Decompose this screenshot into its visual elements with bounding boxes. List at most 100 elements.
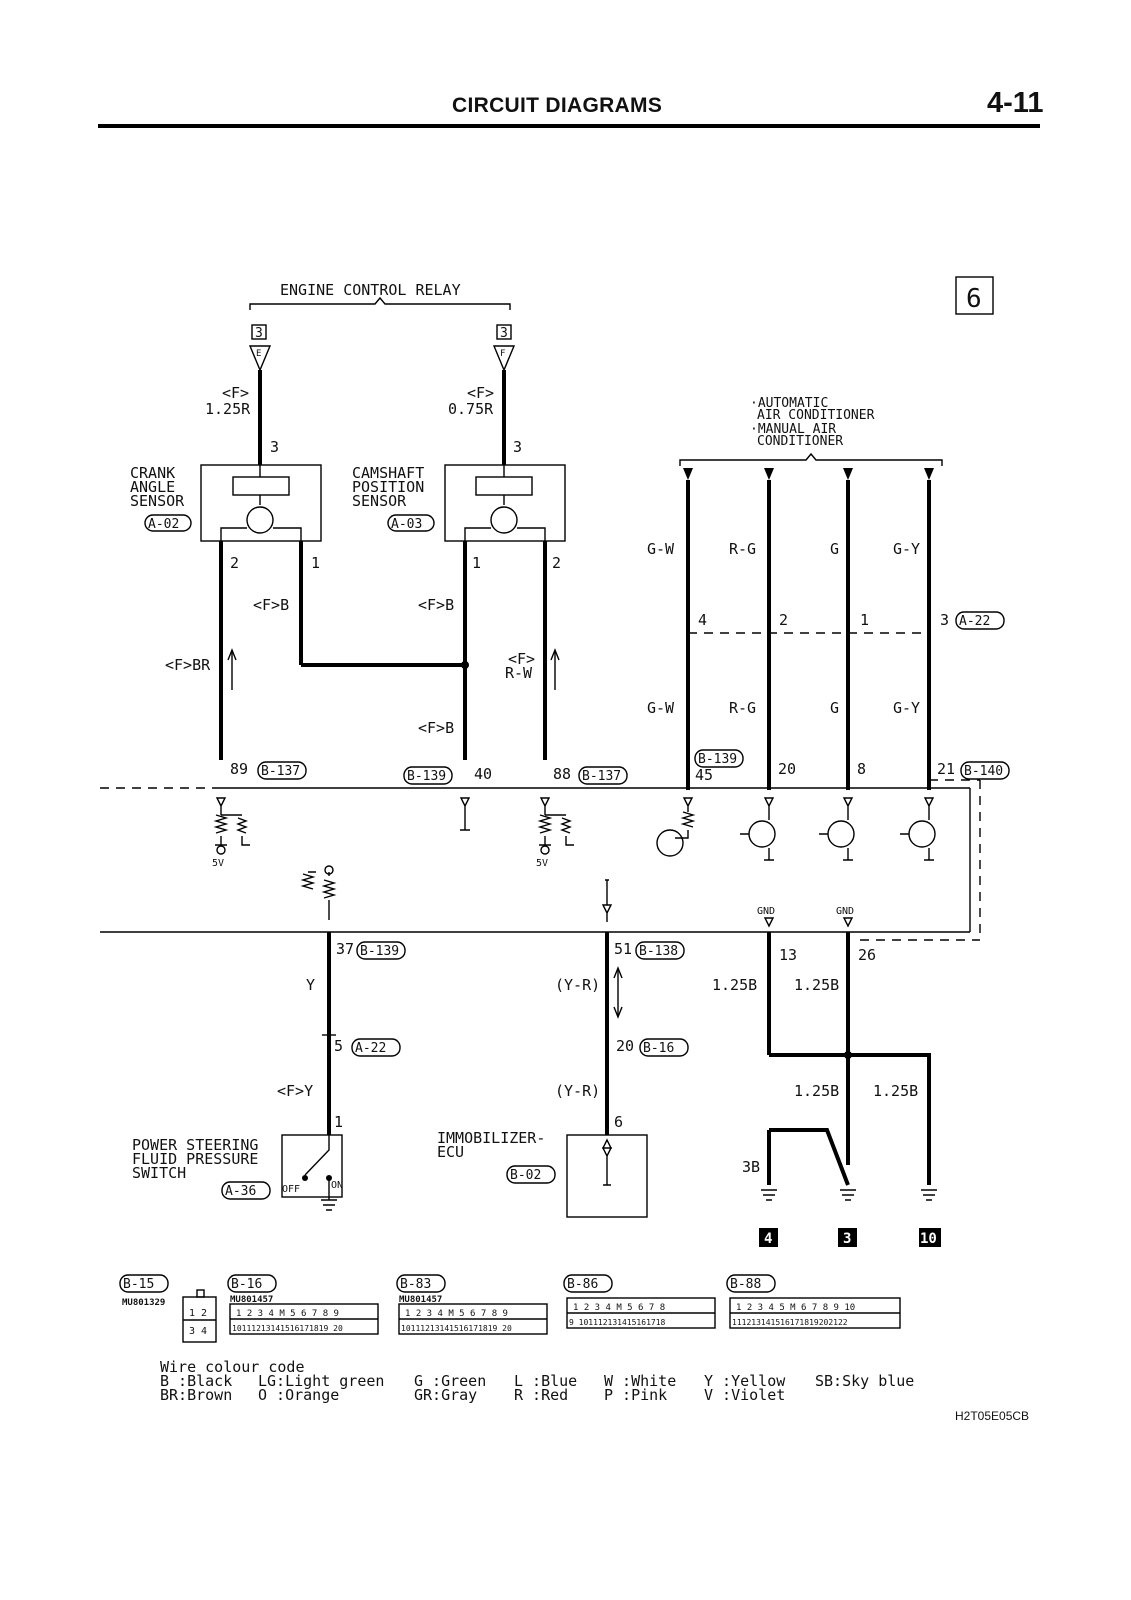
crank-pin-a: 2 xyxy=(230,554,239,572)
cam-wire-rw: R-W xyxy=(505,664,533,682)
crank-transistor-icon xyxy=(246,506,274,534)
svg-text:10111213141516171819 20: 10111213141516171819 20 xyxy=(401,1324,512,1333)
ground-3: 3 xyxy=(843,1231,851,1247)
legend-y: Y :Yellow xyxy=(704,1372,786,1390)
cam-wire-b: <F>B xyxy=(418,596,454,614)
ac-note-2: AIR CONDITIONER xyxy=(757,408,875,423)
ps-pin-1: 1 xyxy=(334,1113,343,1131)
legend-br: BR:Brown xyxy=(160,1386,232,1404)
ecu-5v-2: 5V xyxy=(536,858,548,869)
wire-colour-legend: Wire colour code B :Black LG:Light green… xyxy=(160,1358,914,1404)
cam-sensor-name-2: POSITION xyxy=(352,478,424,496)
ecu-pin-40: 40 xyxy=(474,765,492,783)
ecu-conn-88: B-137 xyxy=(582,769,621,784)
relay-conn-left-label: 3 xyxy=(255,326,263,341)
crank-sensor-name-3: SENSOR xyxy=(130,492,185,510)
crank-sensor-name-2: ANGLE xyxy=(130,478,175,496)
wire-125b-2: 1.25B xyxy=(794,976,839,994)
relay-pin-left xyxy=(248,345,272,372)
ac-pin-1: 4 xyxy=(698,611,707,629)
ac-connector-badge xyxy=(955,611,1005,630)
ac-wire-color-4b: G-Y xyxy=(893,699,920,717)
relay-label: ENGINE CONTROL RELAY xyxy=(280,281,461,299)
connector-b83-id: B-83 xyxy=(400,1277,431,1292)
cam-wire-f: <F> xyxy=(508,650,535,668)
immobilizer-pin-6: 6 xyxy=(614,1113,623,1131)
connector-b83-part: MU801457 xyxy=(399,1295,442,1305)
connector-b16: B-16 MU801457 1 2 3 4 M 5 6 7 8 9 101112… xyxy=(227,1274,379,1335)
legend-v: V :Violet xyxy=(704,1386,785,1404)
crank-sensor-box xyxy=(200,464,322,542)
ecu-pin-45: 45 xyxy=(695,766,713,784)
connector-b83: B-83 MU801457 1 2 3 4 M 5 6 7 8 9 101112… xyxy=(396,1274,548,1335)
cam-sensor-name-3: SENSOR xyxy=(352,492,407,510)
svg-text:111213141516171819202122: 111213141516171819202122 xyxy=(732,1318,848,1327)
relay-bracket xyxy=(249,296,511,310)
legend-p: P :Pink xyxy=(604,1386,667,1404)
wire-yr-2: (Y-R) xyxy=(555,1082,600,1100)
ground-symbols xyxy=(761,1189,937,1201)
ac-bracket xyxy=(679,452,943,466)
ps-switch-name-3: SWITCH xyxy=(132,1164,186,1182)
connector-b15-id: B-15 xyxy=(123,1277,154,1292)
cam-pin-a: 1 xyxy=(472,554,481,572)
ground-10: 10 xyxy=(920,1231,937,1247)
wire-125b-3: 1.25B xyxy=(794,1082,839,1100)
ecu-conn-37: B-139 xyxy=(360,944,399,959)
legend-r: R :Red xyxy=(514,1386,568,1404)
legend-g: G :Green xyxy=(414,1372,486,1390)
ac-pin-4: 3 xyxy=(940,611,949,629)
conn-b16-pin20: 20 xyxy=(616,1037,634,1055)
connector-b16-part: MU801457 xyxy=(230,1295,273,1305)
wire-label-right-2: 0.75R xyxy=(448,400,494,418)
ecu-pin-20: 20 xyxy=(778,760,796,778)
crank-pin-b: 1 xyxy=(311,554,320,572)
immobilizer-name-2: ECU xyxy=(437,1143,464,1161)
ecu-pin-51: 51 xyxy=(614,940,632,958)
wire-125b-4: 1.25B xyxy=(873,1082,918,1100)
ecu-conn-40: B-139 xyxy=(407,769,446,784)
cam-pin-3: 3 xyxy=(513,438,522,456)
relay-conn-right xyxy=(496,324,512,340)
cam-connector: A-03 xyxy=(391,517,422,532)
relay-conn-right-label: 3 xyxy=(500,326,508,341)
legend-b: B :Black xyxy=(160,1372,232,1390)
connector-b16-id: B-16 xyxy=(231,1277,262,1292)
conn-b16-lower: B-16 xyxy=(643,1041,674,1056)
ac-note-4: CONDITIONER xyxy=(757,434,843,449)
cam-wire-b-low: <F>B xyxy=(418,719,454,737)
ecu-gnd-1: GND xyxy=(757,906,775,917)
crank-sensor-element xyxy=(232,476,290,496)
wire-yr: (Y-R) xyxy=(555,976,600,994)
ac-wire-color-2: R-G xyxy=(729,540,756,558)
crank-wire-b: <F>B xyxy=(253,596,289,614)
ac-wire-color-3b: G xyxy=(830,699,839,717)
ac-note-3: ·MANUAL AIR xyxy=(750,422,836,437)
crank-connector-badge xyxy=(144,514,192,532)
legend-l: L :Blue xyxy=(514,1372,577,1390)
ecu-pin-21: 21 xyxy=(937,760,955,778)
ps-switch-name-2: FLUID PRESSURE xyxy=(132,1150,258,1168)
relay-pin-right-label: F xyxy=(500,349,505,359)
ac-connector: A-22 xyxy=(959,614,990,629)
legend-title: Wire colour code xyxy=(160,1358,305,1376)
svg-text:1 2 3 4 M 5 6 7 8 9: 1 2 3 4 M 5 6 7 8 9 xyxy=(405,1309,508,1319)
ps-switch-off: OFF xyxy=(282,1184,300,1195)
ground-badge-10 xyxy=(919,1228,941,1247)
gnd-junction xyxy=(844,1051,852,1059)
ac-wire-color-1: G-W xyxy=(647,540,675,558)
crank-sensor-name-1: CRANK xyxy=(130,464,175,482)
wire-label-right-1: <F> xyxy=(467,384,494,402)
immobilizer-box xyxy=(566,1134,648,1218)
immobilizer-connector: B-02 xyxy=(510,1168,541,1183)
relay-pin-right xyxy=(492,345,516,372)
ps-switch-box xyxy=(281,1134,343,1198)
svg-text:9 101112131415161718: 9 101112131415161718 xyxy=(569,1318,666,1327)
ac-pin-3: 1 xyxy=(860,611,869,629)
crank-pin-3: 3 xyxy=(270,438,279,456)
conn-a22-pin5: 5 xyxy=(334,1037,343,1055)
ecu-conn-51: B-138 xyxy=(639,944,678,959)
page-number: 4-11 xyxy=(987,87,1044,119)
ps-switch-name-1: POWER STEERING xyxy=(132,1136,258,1154)
ecu-pin-88: 88 xyxy=(553,765,571,783)
